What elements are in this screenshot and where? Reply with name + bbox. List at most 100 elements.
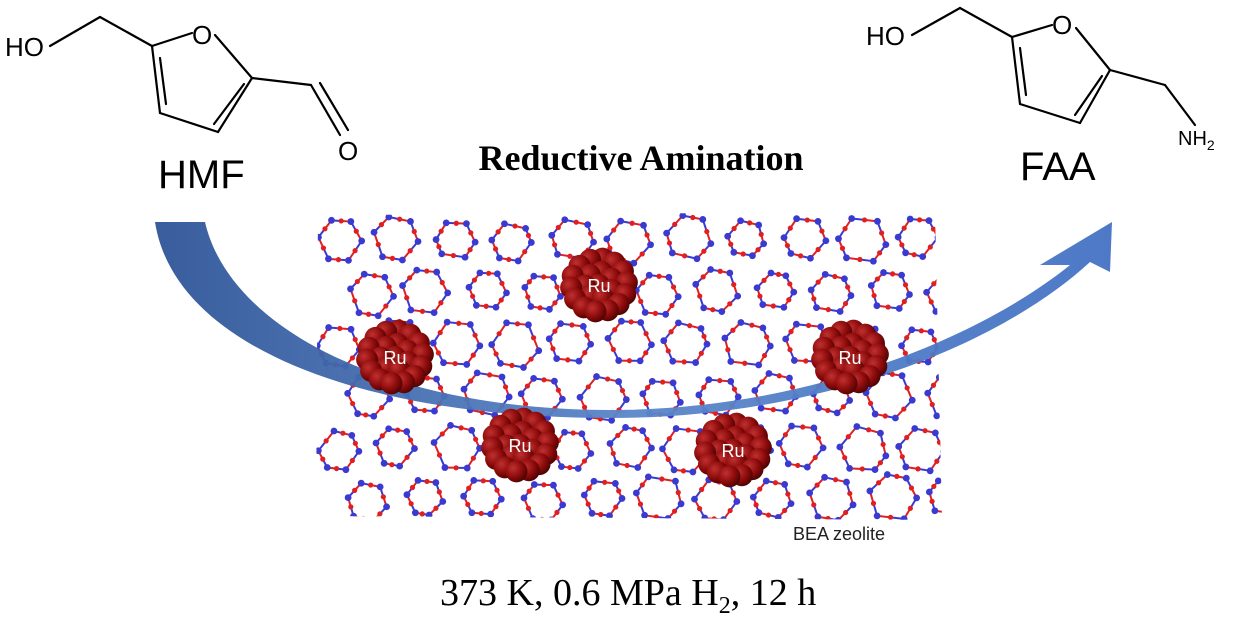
oxygen-atom [338, 218, 344, 224]
silicon-atom [489, 477, 497, 485]
oxygen-atom [787, 281, 793, 287]
oxygen-atom [586, 485, 592, 491]
oxygen-atom [439, 279, 445, 286]
si-o-bond [965, 401, 972, 410]
oxygen-atom [629, 220, 635, 226]
oxygen-atom [867, 400, 874, 406]
ru-atom [718, 465, 741, 488]
silicon-atom [550, 274, 557, 282]
silicon-atom [432, 236, 440, 243]
oxygen-atom [804, 217, 810, 223]
si-o-bond [951, 278, 961, 280]
silicon-atom [370, 412, 378, 420]
oxygen-atom [901, 298, 907, 305]
silicon-atom [574, 465, 582, 472]
silicon-atom [871, 466, 879, 473]
ru-cluster: Ru [560, 247, 638, 323]
oxygen-atom [653, 514, 659, 520]
oxygen-atom [674, 389, 680, 396]
silicon-atom [488, 341, 496, 348]
silicon-atom [835, 235, 842, 243]
silicon-atom [425, 511, 433, 519]
oxygen-atom [785, 491, 791, 497]
silicon-atom [755, 509, 763, 517]
silicon-atom [934, 234, 942, 241]
oxygen-atom [942, 310, 947, 315]
silicon-atom [755, 361, 763, 369]
oxygen-atom [354, 278, 360, 285]
oxygen-atom [525, 232, 532, 239]
oxygen-atom [389, 255, 396, 261]
oxygen-atom [889, 271, 896, 277]
oxygen-atom [847, 490, 853, 497]
silicon-atom [677, 500, 685, 508]
silicon-atom [344, 389, 352, 397]
oxygen-atom [644, 384, 651, 391]
oxygen-atom [931, 483, 937, 490]
oxygen-atom [320, 456, 326, 462]
silicon-atom [787, 250, 795, 257]
silicon-atom [439, 498, 447, 505]
hmf-ring-oxygen: O [192, 20, 212, 50]
silicon-atom [782, 272, 790, 280]
silicon-atom [530, 481, 538, 488]
oxygen-atom [352, 487, 358, 493]
oxygen-atom [386, 284, 392, 290]
silicon-atom [376, 483, 384, 491]
oxygen-atom [901, 225, 907, 231]
silicon-atom [954, 478, 961, 485]
oxygen-atom [803, 358, 809, 364]
oxygen-atom [615, 432, 621, 439]
oxygen-atom [717, 377, 723, 384]
silicon-atom [514, 257, 522, 265]
oxygen-atom [466, 485, 472, 491]
oxygen-atom [435, 350, 441, 356]
silicon-atom [503, 319, 510, 327]
si-o-bond [952, 378, 964, 379]
oxygen-atom [832, 477, 839, 483]
silicon-atom [441, 464, 449, 471]
oxygen-atom [880, 441, 886, 448]
oxygen-atom [567, 253, 573, 259]
silicon-atom [730, 248, 738, 256]
oxygen-atom [352, 248, 358, 254]
oxygen-atom [931, 281, 937, 287]
oxygen-atom [755, 247, 761, 253]
silicon-atom [669, 357, 677, 365]
silicon-atom [668, 249, 676, 257]
silicon-atom [615, 357, 623, 364]
silicon-atom [328, 216, 335, 224]
oxygen-atom [885, 304, 891, 310]
silicon-atom [954, 415, 961, 422]
oxygen-atom [570, 430, 576, 436]
silicon-atom [438, 250, 446, 258]
hmf-hydroxyl-label: HO [5, 32, 44, 62]
silicon-atom [932, 308, 940, 315]
silicon-atom [676, 398, 684, 406]
oxygen-atom [408, 501, 414, 507]
reaction-title: Reductive Amination [478, 138, 803, 178]
oxygen-atom [389, 462, 395, 468]
oxygen-atom [585, 501, 591, 507]
silicon-atom [759, 324, 767, 332]
silicon-atom [380, 459, 388, 467]
silicon-atom [522, 224, 530, 232]
oxygen-atom [772, 480, 779, 486]
ru-cluster-label: Ru [838, 348, 861, 368]
silicon-atom [385, 213, 393, 221]
hmf-structure: HO O O HMF [5, 15, 358, 197]
silicon-atom [398, 256, 406, 264]
oxygen-atom [512, 223, 518, 229]
oxygen-atom [788, 401, 794, 407]
oxygen-atom [320, 245, 327, 251]
silicon-atom [460, 492, 468, 500]
oxygen-atom [936, 439, 942, 445]
condition-time: , 12 h [731, 572, 817, 614]
oxygen-atom [652, 310, 659, 316]
silicon-atom [679, 212, 687, 219]
oxygen-atom [725, 347, 731, 353]
ru-cluster: Ru [694, 412, 772, 488]
oxygen-atom [815, 279, 821, 285]
silicon-atom [951, 510, 958, 517]
oxygen-atom [916, 217, 923, 223]
